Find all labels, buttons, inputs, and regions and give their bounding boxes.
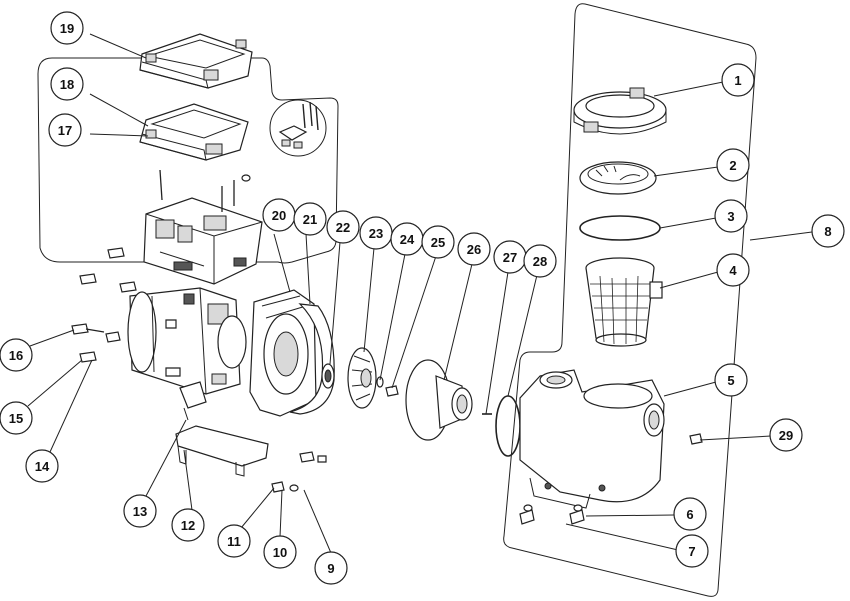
svg-text:5: 5 — [727, 373, 734, 388]
svg-text:25: 25 — [431, 235, 445, 250]
leader-lines — [27, 33, 813, 554]
svg-text:11: 11 — [227, 534, 241, 549]
part-23-impeller — [347, 347, 377, 409]
svg-text:27: 27 — [503, 250, 517, 265]
part-20-seal-plate — [249, 289, 317, 417]
svg-text:28: 28 — [533, 254, 547, 269]
part-19-drive-cover — [139, 33, 253, 89]
part-9-10-11-hardware — [271, 451, 327, 493]
svg-text:14: 14 — [35, 459, 50, 474]
svg-text:18: 18 — [60, 77, 74, 92]
svg-text:6: 6 — [686, 507, 693, 522]
part-26-diffuser — [405, 359, 473, 441]
part-28-o-ring — [495, 395, 521, 457]
svg-text:8: 8 — [824, 224, 831, 239]
svg-text:2: 2 — [729, 158, 736, 173]
callout-23: 23 — [359, 216, 393, 250]
svg-text:24: 24 — [400, 232, 415, 247]
motor-body — [127, 287, 247, 395]
svg-text:3: 3 — [727, 209, 734, 224]
callout-29: 29 — [769, 418, 803, 452]
svg-text:26: 26 — [467, 242, 481, 257]
part-18-drive-top — [139, 103, 249, 161]
svg-text:13: 13 — [133, 504, 147, 519]
svg-text:17: 17 — [58, 123, 72, 138]
callout-5: 5 — [714, 363, 748, 397]
callout-20: 20 — [262, 198, 296, 232]
part-22-seal — [321, 363, 335, 389]
callout-3: 3 — [714, 199, 748, 233]
callout-4: 4 — [716, 253, 750, 287]
callout-22: 22 — [326, 210, 360, 244]
callout-21: 21 — [293, 202, 327, 236]
svg-text:29: 29 — [779, 428, 793, 443]
callout-11: 11 — [217, 524, 251, 558]
svg-text:1: 1 — [734, 73, 741, 88]
drive-group-outline — [37, 57, 339, 264]
callout-6: 6 — [673, 497, 707, 531]
callout-16: 16 — [0, 338, 33, 372]
part-17-drive-enclosure — [143, 169, 263, 285]
strainer-group-outline — [503, 3, 757, 597]
callout-25: 25 — [421, 225, 455, 259]
svg-text:21: 21 — [303, 212, 317, 227]
part-6-7-foot-hardware — [519, 504, 585, 525]
svg-text:15: 15 — [9, 411, 23, 426]
svg-text:19: 19 — [60, 21, 74, 36]
callout-18: 18 — [50, 67, 84, 101]
callout-10: 10 — [263, 535, 297, 569]
callout-7: 7 — [675, 534, 709, 568]
motor-bolts — [71, 247, 181, 377]
svg-text:12: 12 — [181, 518, 195, 533]
callout-2: 2 — [716, 148, 750, 182]
callout-13: 13 — [123, 494, 157, 528]
svg-text:4: 4 — [729, 263, 737, 278]
part-13-bracket — [179, 381, 207, 421]
part-29-drain-plug — [689, 433, 703, 445]
part-3-lid-o-ring — [579, 215, 661, 241]
callout-9: 9 — [314, 551, 348, 585]
part-5-pump-housing — [519, 369, 665, 509]
callout-14: 14 — [25, 449, 59, 483]
part-2-lid — [579, 161, 657, 195]
svg-text:16: 16 — [9, 348, 23, 363]
callout-8: 8 — [811, 214, 845, 248]
svg-text:10: 10 — [273, 545, 287, 560]
callout-19: 19 — [50, 11, 84, 45]
svg-text:7: 7 — [688, 544, 695, 559]
callout-24: 24 — [390, 222, 424, 256]
callout-26: 26 — [457, 232, 491, 266]
callout-15: 15 — [0, 401, 33, 435]
keypad-screws-detail — [269, 99, 327, 157]
svg-text:20: 20 — [272, 208, 286, 223]
part-1-clamp-ring — [573, 87, 667, 135]
callout-17: 17 — [48, 113, 82, 147]
callout-27: 27 — [493, 240, 527, 274]
callout-28: 28 — [523, 244, 557, 278]
svg-text:9: 9 — [327, 561, 334, 576]
part-12-motor-base — [175, 425, 269, 477]
svg-text:22: 22 — [336, 220, 350, 235]
callout-1: 1 — [721, 63, 755, 97]
callout-12: 12 — [171, 508, 205, 542]
svg-text:23: 23 — [369, 226, 383, 241]
part-4-strainer-basket — [585, 257, 663, 347]
part-21-gasket — [289, 303, 335, 415]
